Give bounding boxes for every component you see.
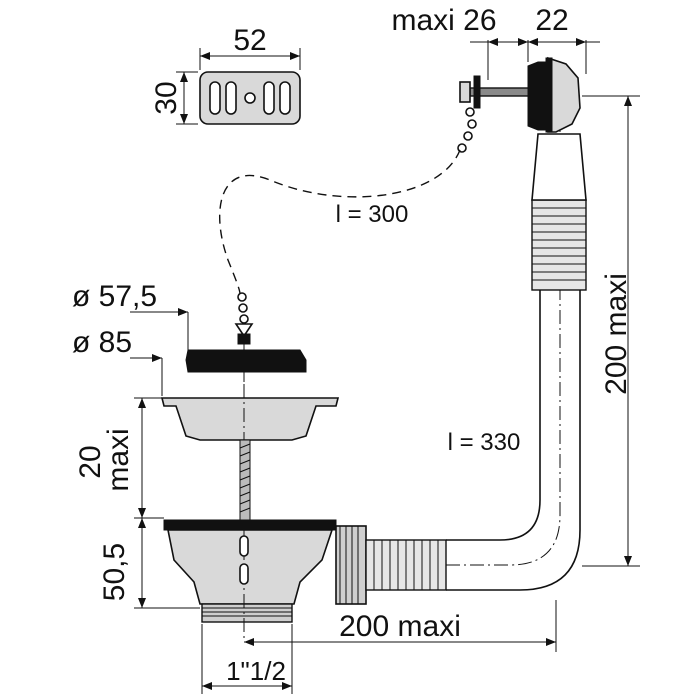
overflow-height-label: 200 maxi [600, 273, 633, 395]
plug-travel-dimension: 20 maxi [74, 397, 164, 519]
overflow-fitting [457, 56, 581, 153]
overflow-thickness-label: 22 [535, 4, 568, 37]
plug-travel-max-label: maxi [102, 428, 135, 491]
outlet-thread-dimension: 1"1/2 [201, 624, 293, 694]
grid-height-dimension: 30 [150, 71, 198, 125]
sink-basket-flange [160, 384, 340, 523]
plug-chain: l = 300 [218, 149, 461, 338]
body-height-label: 50,5 [98, 543, 131, 601]
outlet-thread-label: 1"1/2 [226, 656, 286, 686]
flange-diameter-label: ø 85 [72, 326, 132, 359]
overflow-grid-plate [199, 71, 301, 125]
plug-diameter-label: ø 57,5 [72, 280, 157, 313]
grid-height-label: 30 [150, 81, 183, 114]
overflow-height-dimension: 200 maxi [582, 95, 640, 567]
hose-length-label: l = 330 [448, 429, 521, 456]
plug-travel-label: 20 [74, 445, 107, 478]
outlet-length-label: 200 maxi [339, 610, 461, 643]
outlet-length-dimension: 200 maxi [244, 600, 557, 652]
overflow-depth-dimensions: maxi 26 22 [391, 4, 600, 80]
grid-width-label: 52 [233, 24, 266, 57]
waste-body [163, 519, 367, 640]
overflow-hose: l = 330 [365, 130, 587, 591]
chain-length-label: l = 300 [336, 201, 409, 228]
plug-diameter-dimensions: ø 57,5 ø 85 [72, 280, 189, 396]
overflow-depth-label: maxi 26 [391, 4, 496, 37]
grid-width-dimension: 52 [199, 24, 301, 70]
sink-plug [185, 333, 307, 384]
body-height-dimension: 50,5 [98, 518, 200, 609]
